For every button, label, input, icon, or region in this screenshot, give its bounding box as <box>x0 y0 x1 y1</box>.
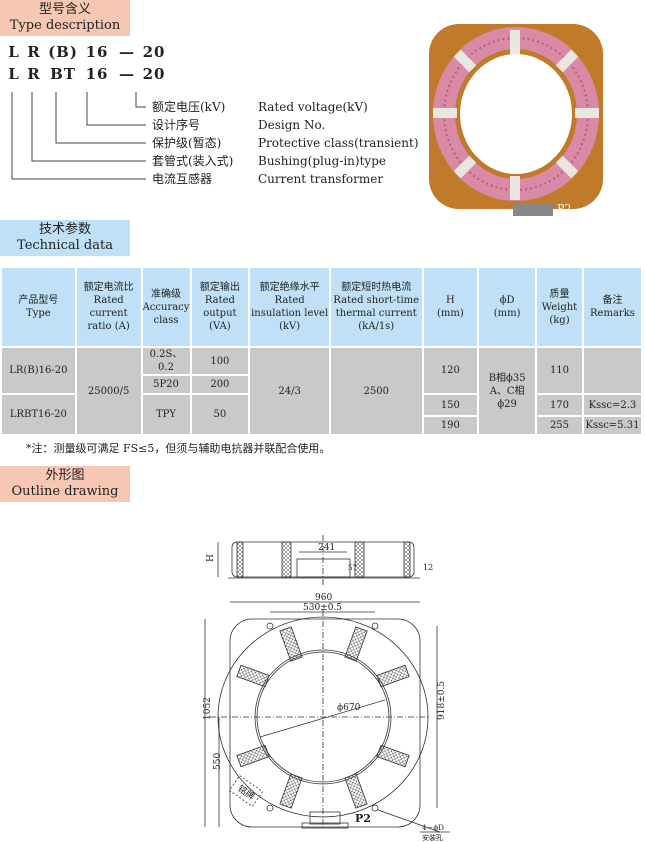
code-part: 20 <box>142 43 166 61</box>
cell-remarks: Kssc=2.3 <box>581 393 644 417</box>
header-d: ϕD(mm) <box>477 266 538 348</box>
title-cn: 型号含义 <box>38 2 91 17</box>
dim-241: 241 <box>318 543 335 553</box>
cell-insulation: 24/3 <box>248 346 331 436</box>
cell-h: 190 <box>421 415 480 436</box>
cell-ratio: 25000/5 <box>74 346 143 436</box>
code-part: — <box>119 43 135 61</box>
code-part: — <box>119 65 135 83</box>
cell-output: 100 <box>189 346 251 376</box>
item-cn: 设计序号 <box>152 118 201 132</box>
hole-label: 4－ϕD <box>422 824 444 832</box>
code-part: L <box>8 43 20 61</box>
item-en: Rated voltage(kV) <box>258 100 368 114</box>
item-en: Protective class(transient) <box>258 136 419 150</box>
code-part: L <box>8 65 20 83</box>
title-cn: 技术参数 <box>38 222 91 237</box>
hole-label-cn: 安装孔 <box>422 833 443 842</box>
title-en: Outline drawing <box>11 484 119 499</box>
code-part: BT <box>50 65 76 83</box>
dim-670: ϕ670 <box>337 703 361 713</box>
cell-d: B相ϕ35 A、C相 ϕ29 <box>477 346 538 436</box>
item-cn: 保护级(暂态) <box>152 136 222 150</box>
cell-output: 200 <box>189 374 251 395</box>
cell-accuracy: 0.2S、0.2 <box>140 346 192 376</box>
product-photo: P2 <box>429 24 603 216</box>
title-en: Type description <box>9 18 121 33</box>
code-leader-lines <box>11 92 146 180</box>
footnote: *注：测量级可满足 FS≤5，但须与辅助电抗器并联配合使用。 <box>26 442 331 455</box>
table-row: 190 255 Kssc=5.31 <box>1 415 644 436</box>
cell-output: 50 <box>189 393 251 436</box>
cell-h: 120 <box>421 346 480 395</box>
dim-12: 12 <box>423 563 433 572</box>
title-cn: 外形图 <box>45 468 85 483</box>
title-en: Technical data <box>17 238 113 253</box>
dim-550: 550 <box>213 753 223 770</box>
dim-960: 960 <box>315 593 332 603</box>
code-part: R <box>27 65 41 83</box>
cell-weight: 110 <box>535 346 584 395</box>
item-cn: 额定电压(kV) <box>152 100 226 114</box>
item-cn: 电流互感器 <box>152 172 213 186</box>
cell-remarks: Kssc=5.31 <box>581 415 644 436</box>
dim-h: H <box>206 554 216 562</box>
header-h: H(mm) <box>421 266 480 348</box>
table-row: LRBT16-20 TPY 50 150 170 Kssc=2.3 <box>0 393 644 436</box>
code-part: (B) <box>48 43 78 61</box>
cell-accuracy: 5P20 <box>140 374 192 395</box>
outline-drawing: H 241 57 12 960 530±0.5 ϕ670 918±0.5 105… <box>203 535 450 842</box>
cell-type: LRBT16-20 <box>0 393 77 436</box>
code-part: 16 <box>85 43 109 61</box>
cell-accuracy: TPY <box>140 393 192 436</box>
cell-thermal: 2500 <box>328 346 424 436</box>
code-part: 16 <box>85 65 109 83</box>
table-row: 5P20 200 <box>1 374 642 395</box>
item-cn: 套管式(装入式) <box>152 154 234 168</box>
dim-57: 57 <box>348 564 357 572</box>
cell-weight: 255 <box>535 415 584 436</box>
item-en: Bushing(plug-in)type <box>258 154 386 168</box>
photo-p2-label: P2 <box>557 202 571 215</box>
cell-weight: 170 <box>535 393 584 417</box>
dim-530: 530±0.5 <box>303 603 342 613</box>
item-en: Design No. <box>258 118 326 132</box>
cell-remarks <box>581 346 644 395</box>
cell-type: LR(B)16-20 <box>0 346 77 395</box>
p2-label: P2 <box>355 812 371 825</box>
cell-h: 150 <box>421 393 480 417</box>
dim-1052: 1052 <box>203 697 213 720</box>
item-en: Current transformer <box>258 172 384 186</box>
dim-918: 918±0.5 <box>437 681 447 720</box>
code-part: R <box>27 43 41 61</box>
table-row: LR(B)16-20 25000/5 0.2S、0.2 100 24/3 250… <box>0 346 644 436</box>
code-part: 20 <box>142 65 166 83</box>
